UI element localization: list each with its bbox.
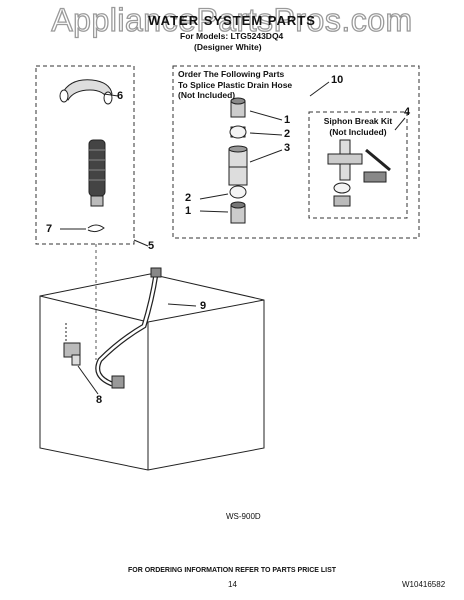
callout-8: 8 — [96, 394, 103, 406]
drain-kit-parts — [228, 97, 248, 224]
fill-hose-section — [88, 139, 106, 207]
siphon-kit-line2: (Not Included) — [329, 126, 387, 137]
siphon-kit-line1: Siphon Break Kit — [323, 116, 393, 126]
callout-3: 3 — [284, 142, 291, 154]
drawing-code: WS-900D — [226, 512, 261, 521]
watermark: AppliancePartsPros.com — [51, 1, 413, 38]
hose-assembly-box — [35, 65, 135, 245]
document-number: W10416582 — [402, 580, 446, 589]
callout-7: 7 — [46, 223, 53, 235]
callout-2a: 2 — [284, 128, 291, 140]
callout-2b: 2 — [185, 192, 192, 204]
page-title: WATER SYSTEM PARTS — [148, 13, 316, 28]
drain-kit-line2: To Splice Plastic Drain Hose — [178, 79, 293, 90]
siphon-kit-label: Siphon Break Kit (Not Included) — [314, 116, 402, 137]
model-line: For Models: LTG5243DQ4 — [180, 31, 284, 41]
drain-hose-kit-label: Order The Following Parts To Splice Plas… — [178, 69, 292, 101]
hose-bracket-part — [59, 79, 113, 105]
drain-kit-line3: (Not Included) — [178, 90, 236, 100]
washer-cabinet — [39, 273, 265, 471]
callout-10: 10 — [331, 74, 344, 86]
callout-1b: 1 — [185, 205, 192, 217]
callout-6: 6 — [117, 90, 124, 102]
ordering-note: FOR ORDERING INFORMATION REFER TO PARTS … — [127, 567, 337, 574]
model-info: For Models: LTG5243DQ4 (Designer White) — [180, 31, 283, 53]
page-number: 14 — [228, 580, 237, 589]
callout-4: 4 — [404, 106, 411, 118]
variant-line: (Designer White) — [194, 42, 262, 52]
callout-9: 9 — [200, 300, 207, 312]
drain-kit-line1: Order The Following Parts — [178, 69, 285, 79]
siphon-kit-box — [308, 111, 408, 219]
clip-part — [87, 224, 105, 233]
callout-1a: 1 — [284, 114, 291, 126]
callout-5: 5 — [148, 240, 155, 252]
siphon-kit-parts — [327, 139, 391, 207]
inlet-valve — [63, 323, 81, 366]
fill-hose-part — [95, 273, 159, 387]
drain-hose-kit-box — [172, 65, 420, 239]
